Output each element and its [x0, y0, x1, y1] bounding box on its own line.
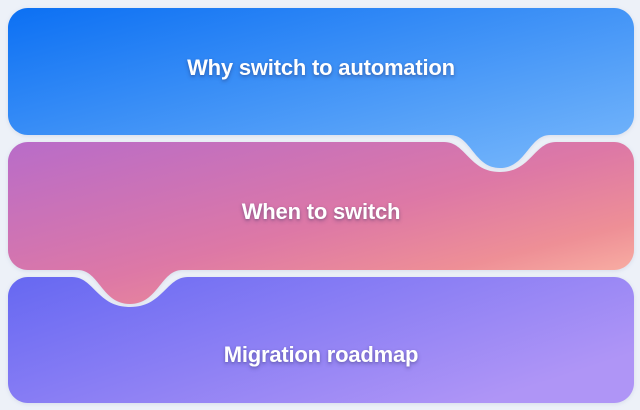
pink-card-path: [8, 142, 634, 304]
card-why-switch-to-automation[interactable]: Why switch to automation: [8, 8, 634, 168]
card-when-to-switch[interactable]: When to switch: [8, 142, 634, 304]
card-shape-pink: [8, 142, 634, 304]
card-migration-roadmap[interactable]: Migration roadmap: [8, 277, 634, 403]
card-shape-blue: [8, 8, 634, 168]
blue-card-path: [8, 8, 634, 168]
card-shape-purple: [8, 277, 634, 403]
purple-card-path: [8, 277, 634, 403]
